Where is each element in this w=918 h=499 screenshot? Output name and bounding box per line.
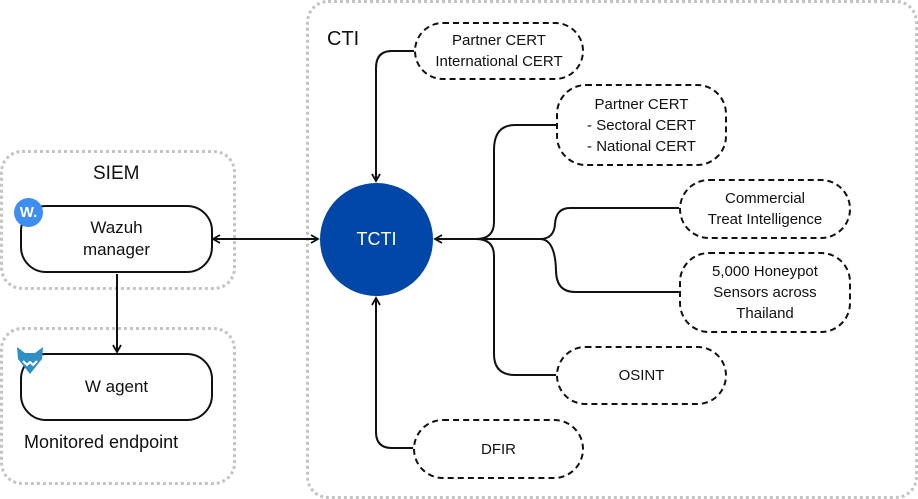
siem-group-title: SIEM — [93, 163, 140, 184]
cti-group-title: CTI — [327, 28, 360, 50]
tcti-label: TCTI — [356, 229, 397, 249]
wazuh-logo-icon: W. — [14, 198, 43, 227]
source-label: DFIR — [481, 440, 516, 458]
source-dfir[interactable]: DFIR — [413, 419, 584, 479]
source-osint[interactable]: OSINT — [556, 346, 727, 405]
edge-partner-international — [371, 50, 414, 183]
wazuh-manager-node[interactable]: Wazuh manager — [20, 205, 213, 273]
tcti-hub-node[interactable]: TCTI — [320, 183, 433, 296]
source-label: Commercial Treat Intelligence — [707, 190, 823, 228]
edge-commercial — [539, 207, 679, 240]
source-label: OSINT — [618, 367, 665, 384]
cti-group — [306, 0, 918, 499]
source-honeypot-sensors[interactable]: 5,000 Honeypot Sensors across Thailand — [679, 252, 851, 333]
source-partner-international[interactable]: Partner CERT International CERT — [414, 22, 584, 80]
source-label: Partner CERT International CERT — [435, 32, 563, 70]
source-commercial-ti[interactable]: Commercial Treat Intelligence — [679, 179, 851, 239]
wazuh-manager-label: Wazuh manager — [82, 218, 151, 259]
edge-honeypot — [539, 238, 679, 293]
source-partner-sectoral-national[interactable]: Partner CERT - Sectoral CERT - National … — [556, 84, 727, 166]
edge-dfir — [371, 296, 414, 449]
wazuh-wolf-icon — [17, 347, 43, 374]
edge-osint — [475, 238, 556, 376]
source-label: 5,000 Honeypot Sensors across Thailand — [712, 263, 818, 322]
w-agent-node[interactable]: W agent — [20, 353, 213, 421]
endpoint-group-title: Monitored endpoint — [24, 432, 179, 452]
source-label: Partner CERT - Sectoral CERT - National … — [587, 95, 696, 155]
w-agent-label: W agent — [84, 377, 149, 396]
edge-partner-sectoral — [475, 124, 557, 240]
